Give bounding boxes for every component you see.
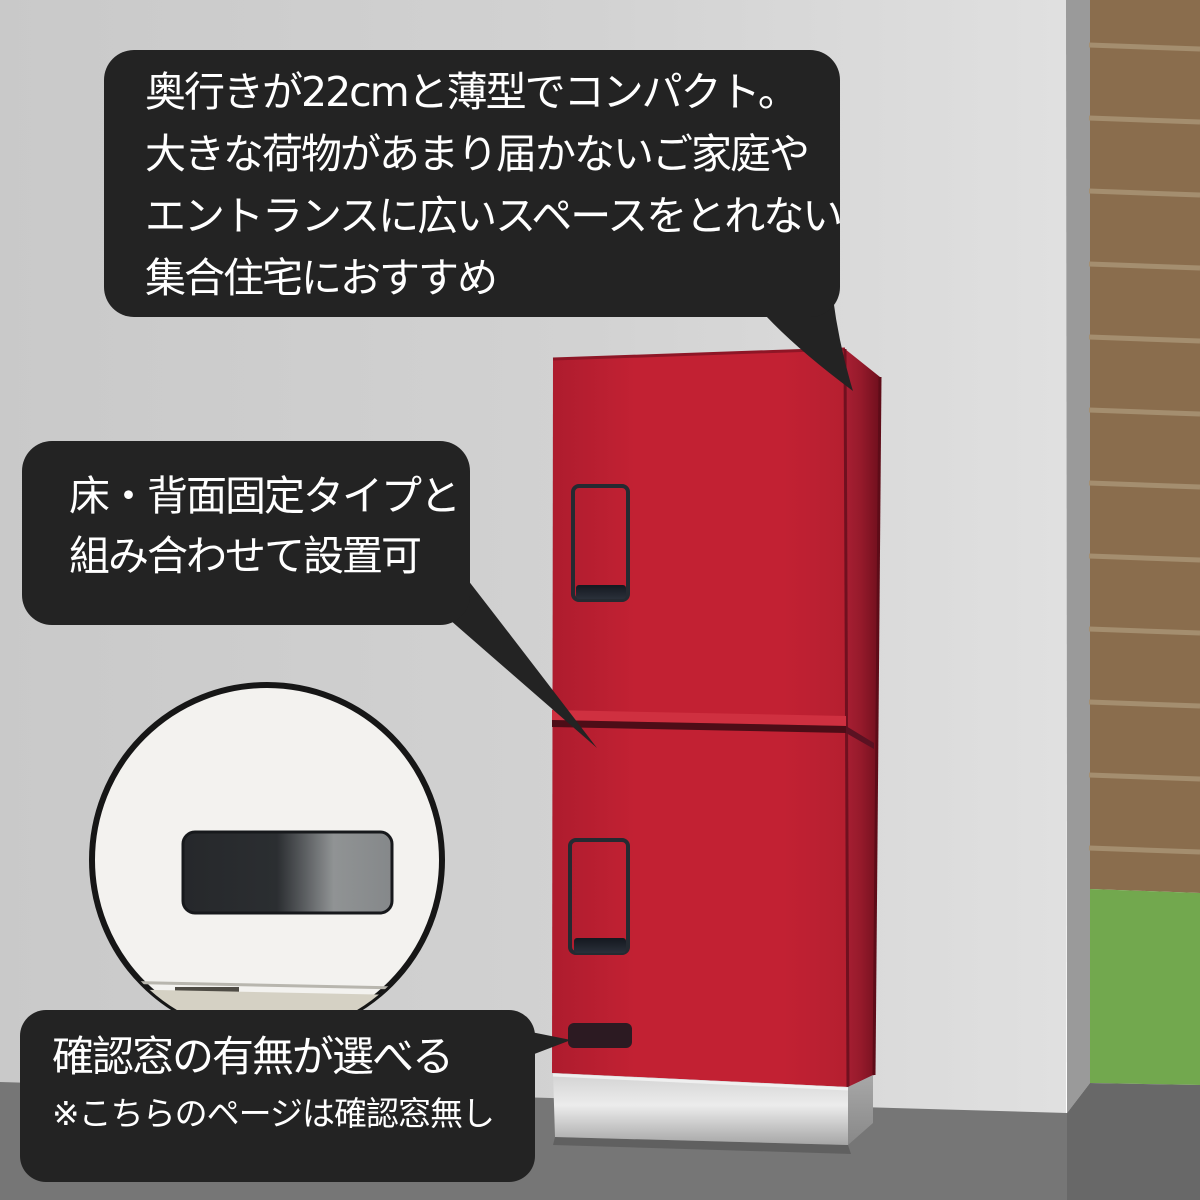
callout-depth-line: エントランスに広いスペースをとれない (145, 192, 843, 240)
base-top-highlight (552, 1073, 849, 1091)
callout-depth-line: 大きな荷物があまり届かないご家庭や (145, 130, 810, 178)
brick-wall (1088, 0, 1200, 893)
window-blank-plate (568, 1023, 632, 1048)
base-front (553, 1073, 848, 1145)
callout-depth-line: 奥行きが22cmと薄型でコンパクト。 (145, 68, 799, 116)
top-unit-bottom-lip (552, 710, 846, 726)
delivery-box (552, 347, 882, 1154)
callout-depth-line: 集合住宅におすすめ (145, 254, 498, 302)
box-top-edge (552, 347, 846, 361)
install-callout-tail (434, 575, 597, 748)
callout-install-line: 床・背面固定タイプと (69, 472, 461, 520)
base-side (848, 1075, 873, 1145)
top-unit-latch-slot (576, 585, 626, 599)
box-side-face (845, 349, 880, 1087)
callout-depth-bubble: 奥行きが22cmと薄型でコンパクト。 大きな荷物があまり届かないご家庭や エント… (104, 50, 843, 317)
bottom-unit-handle (568, 838, 630, 955)
box-corner-crease (843, 348, 850, 1088)
confirmation-window-detail (181, 830, 394, 915)
callout-install-bubble: 床・背面固定タイプと 組み合わせて設置可 (22, 441, 470, 625)
top-unit-handle (571, 484, 630, 602)
bottom-unit-latch-slot (574, 938, 626, 953)
depth-callout-tail (766, 298, 853, 391)
stacking-seam (552, 720, 846, 733)
callout-window-note: ※こちらのページは確認窓無し (52, 1094, 495, 1133)
stacking-seam-side (846, 726, 874, 749)
base-shadow (553, 1137, 851, 1154)
callout-install-line: 組み合わせて設置可 (69, 532, 422, 580)
callout-window-bubble: 確認窓の有無が選べる ※こちらのページは確認窓無し (20, 1010, 535, 1182)
floor-right (1067, 1083, 1200, 1200)
hedge (1090, 889, 1200, 1085)
callout-window-main: 確認窓の有無が選べる (52, 1032, 454, 1081)
box-back-edge (872, 376, 882, 1076)
wall-edge (1066, 0, 1090, 1113)
